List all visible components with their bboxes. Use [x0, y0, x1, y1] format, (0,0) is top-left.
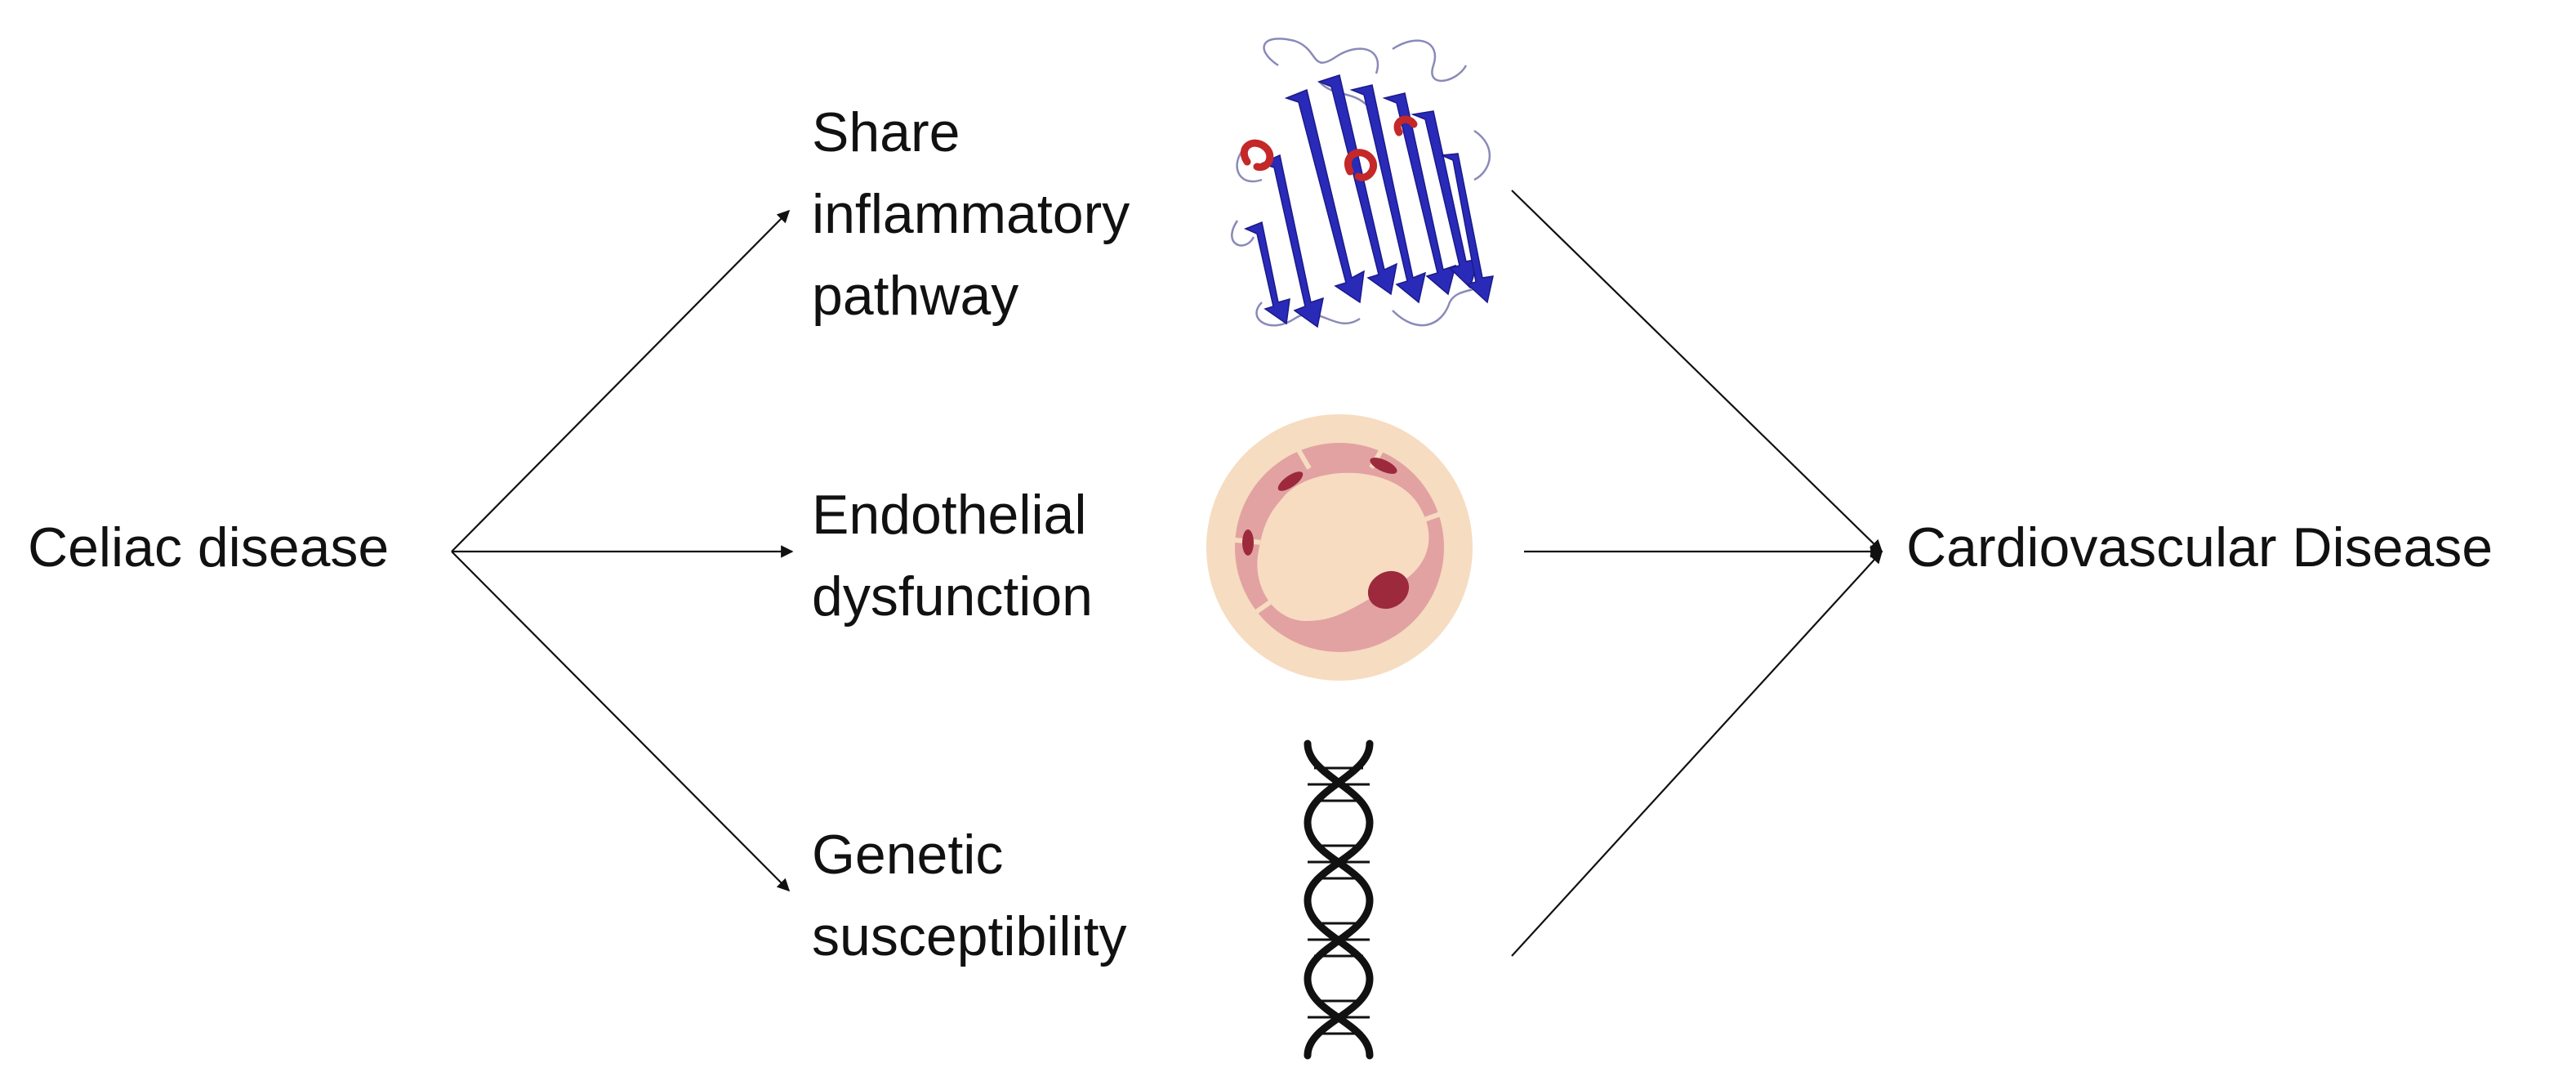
inflammatory-pathway-line-3: pathway: [812, 265, 1019, 327]
arrow-inflammatory-to-cvd: [1511, 190, 1883, 553]
arrow-to-inflammatory-pathway: [451, 209, 791, 552]
endothelial-dysfunction-line-2: dysfunction: [812, 565, 1093, 628]
genetic-susceptibility-label: Genetic susceptibility: [812, 814, 1127, 977]
cardiovascular-disease-label: Cardiovascular Disease: [1906, 516, 2494, 578]
endothelial-dysfunction-label: Endothelial dysfunction: [812, 474, 1093, 637]
celiac-disease-label: Celiac disease: [28, 516, 390, 578]
genetic-susceptibility-line-2: susceptibility: [812, 905, 1127, 967]
inflammatory-pathway-label: Share inflammatory pathway: [812, 92, 1130, 337]
arrow-to-genetic-susceptibility: [451, 551, 791, 892]
arrow-genetic-to-cvd: [1511, 550, 1883, 957]
inflammatory-pathway-line-1: Share: [812, 101, 960, 163]
dna-helix-icon: [1304, 739, 1374, 1060]
protein-structure-icon: [1231, 38, 1494, 328]
genetic-susceptibility-line-1: Genetic: [812, 824, 1004, 886]
source-arrows: [451, 209, 794, 892]
blood-vessel-cross-section-icon: [1206, 414, 1473, 681]
target-arrows: [1511, 190, 1883, 957]
endothelial-dysfunction-line-1: Endothelial: [812, 484, 1087, 546]
inflammatory-pathway-line-2: inflammatory: [812, 183, 1130, 245]
